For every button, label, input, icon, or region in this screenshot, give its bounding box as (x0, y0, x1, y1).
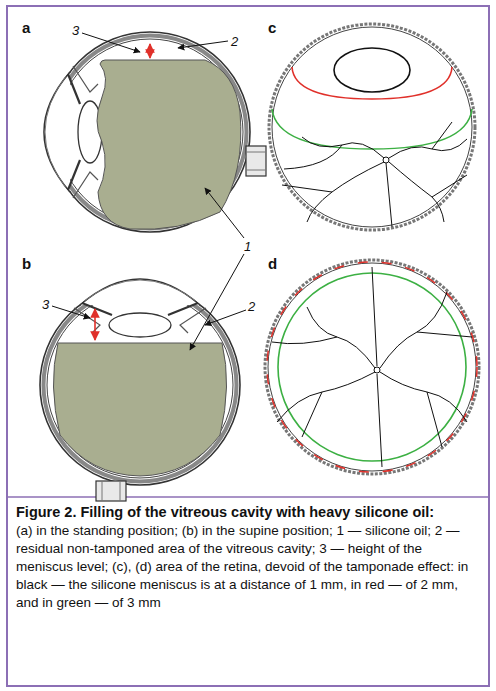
panel-letter: a (22, 20, 30, 35)
callout-number: 3 (42, 298, 49, 311)
caption-block: Figure 2. Filling of the vitreous cavity… (16, 503, 482, 612)
figure-title: Figure 2. Filling of the vitreous cavity… (16, 503, 482, 522)
panel-letter: d (268, 256, 277, 271)
panel-letter: b (22, 256, 31, 271)
panel-letter: c (268, 20, 276, 35)
figure-caption: (a) in the standing position; (b) in the… (16, 522, 482, 612)
callout-number: 2 (231, 35, 238, 48)
callout-number: 2 (248, 300, 255, 313)
callout-number: 3 (72, 24, 79, 37)
callout-number: 1 (244, 240, 251, 253)
